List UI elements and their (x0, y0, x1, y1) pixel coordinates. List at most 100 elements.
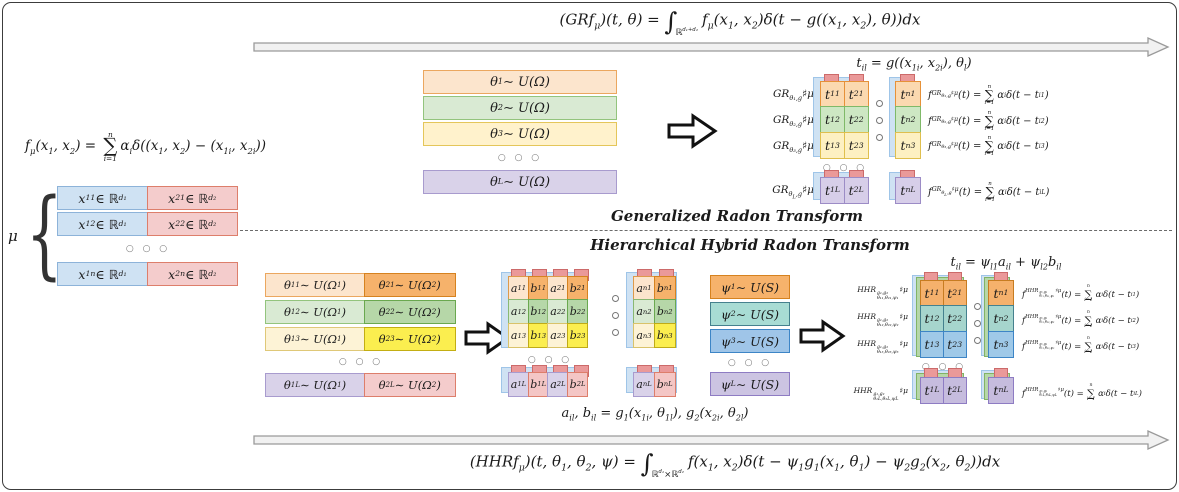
mu-brace: { (26, 178, 63, 290)
section-label-hhr: Hierarchical Hybrid Radon Transform (590, 236, 910, 254)
gr-pushforward-label-L: GRθL,g♯μ (772, 184, 814, 201)
formula-gr-definition: (GRfμ)(t, θ) = ∫ℝd₁+d₂fμ(x1, x2)δ(t − g(… (559, 7, 921, 38)
ellipsis-dots: ○ ○ ○ (125, 244, 171, 254)
ellipsis-dots: ○ ○ ○ (527, 354, 573, 365)
ellipsis-dots: ○ ○ ○ (921, 362, 967, 373)
formula-hhr-definition: (HHRfμ)(t, θ1, θ2, ψ) = ∫ℝd₁×ℝd₂f(x1, x2… (469, 449, 1001, 480)
flow-arrow-top-icon (253, 37, 1170, 57)
section-label-gr: Generalized Radon Transform (610, 207, 864, 225)
formula-t-il-hhr: til = ψl1ail + ψl2bil (950, 255, 1062, 272)
ellipsis-dots: ○ ○ ○ (338, 357, 384, 367)
formula-t-il-gr: til = g((x1i, x2i), θl) (856, 56, 972, 73)
section-divider (240, 230, 1172, 231)
block-arrow-icon (799, 319, 846, 353)
ellipsis-dots: ○ ○ ○ (497, 153, 543, 163)
formula-ab-def: ail, bil = g1(x1i, θ1l), g2(x2i, θ2l) (561, 406, 749, 423)
ellipsis-dots: ○ ○ ○ (822, 162, 868, 173)
ellipsis-dot (876, 100, 883, 107)
ellipsis-dot (876, 117, 883, 124)
gr-pushforward-label-3: GRθ₃,g♯μ (773, 140, 814, 155)
ellipsis-dot (612, 329, 619, 336)
ellipsis-dot (974, 320, 981, 327)
ellipsis-dots: ○ ○ ○ (727, 357, 773, 368)
ellipsis-dot (612, 295, 619, 302)
